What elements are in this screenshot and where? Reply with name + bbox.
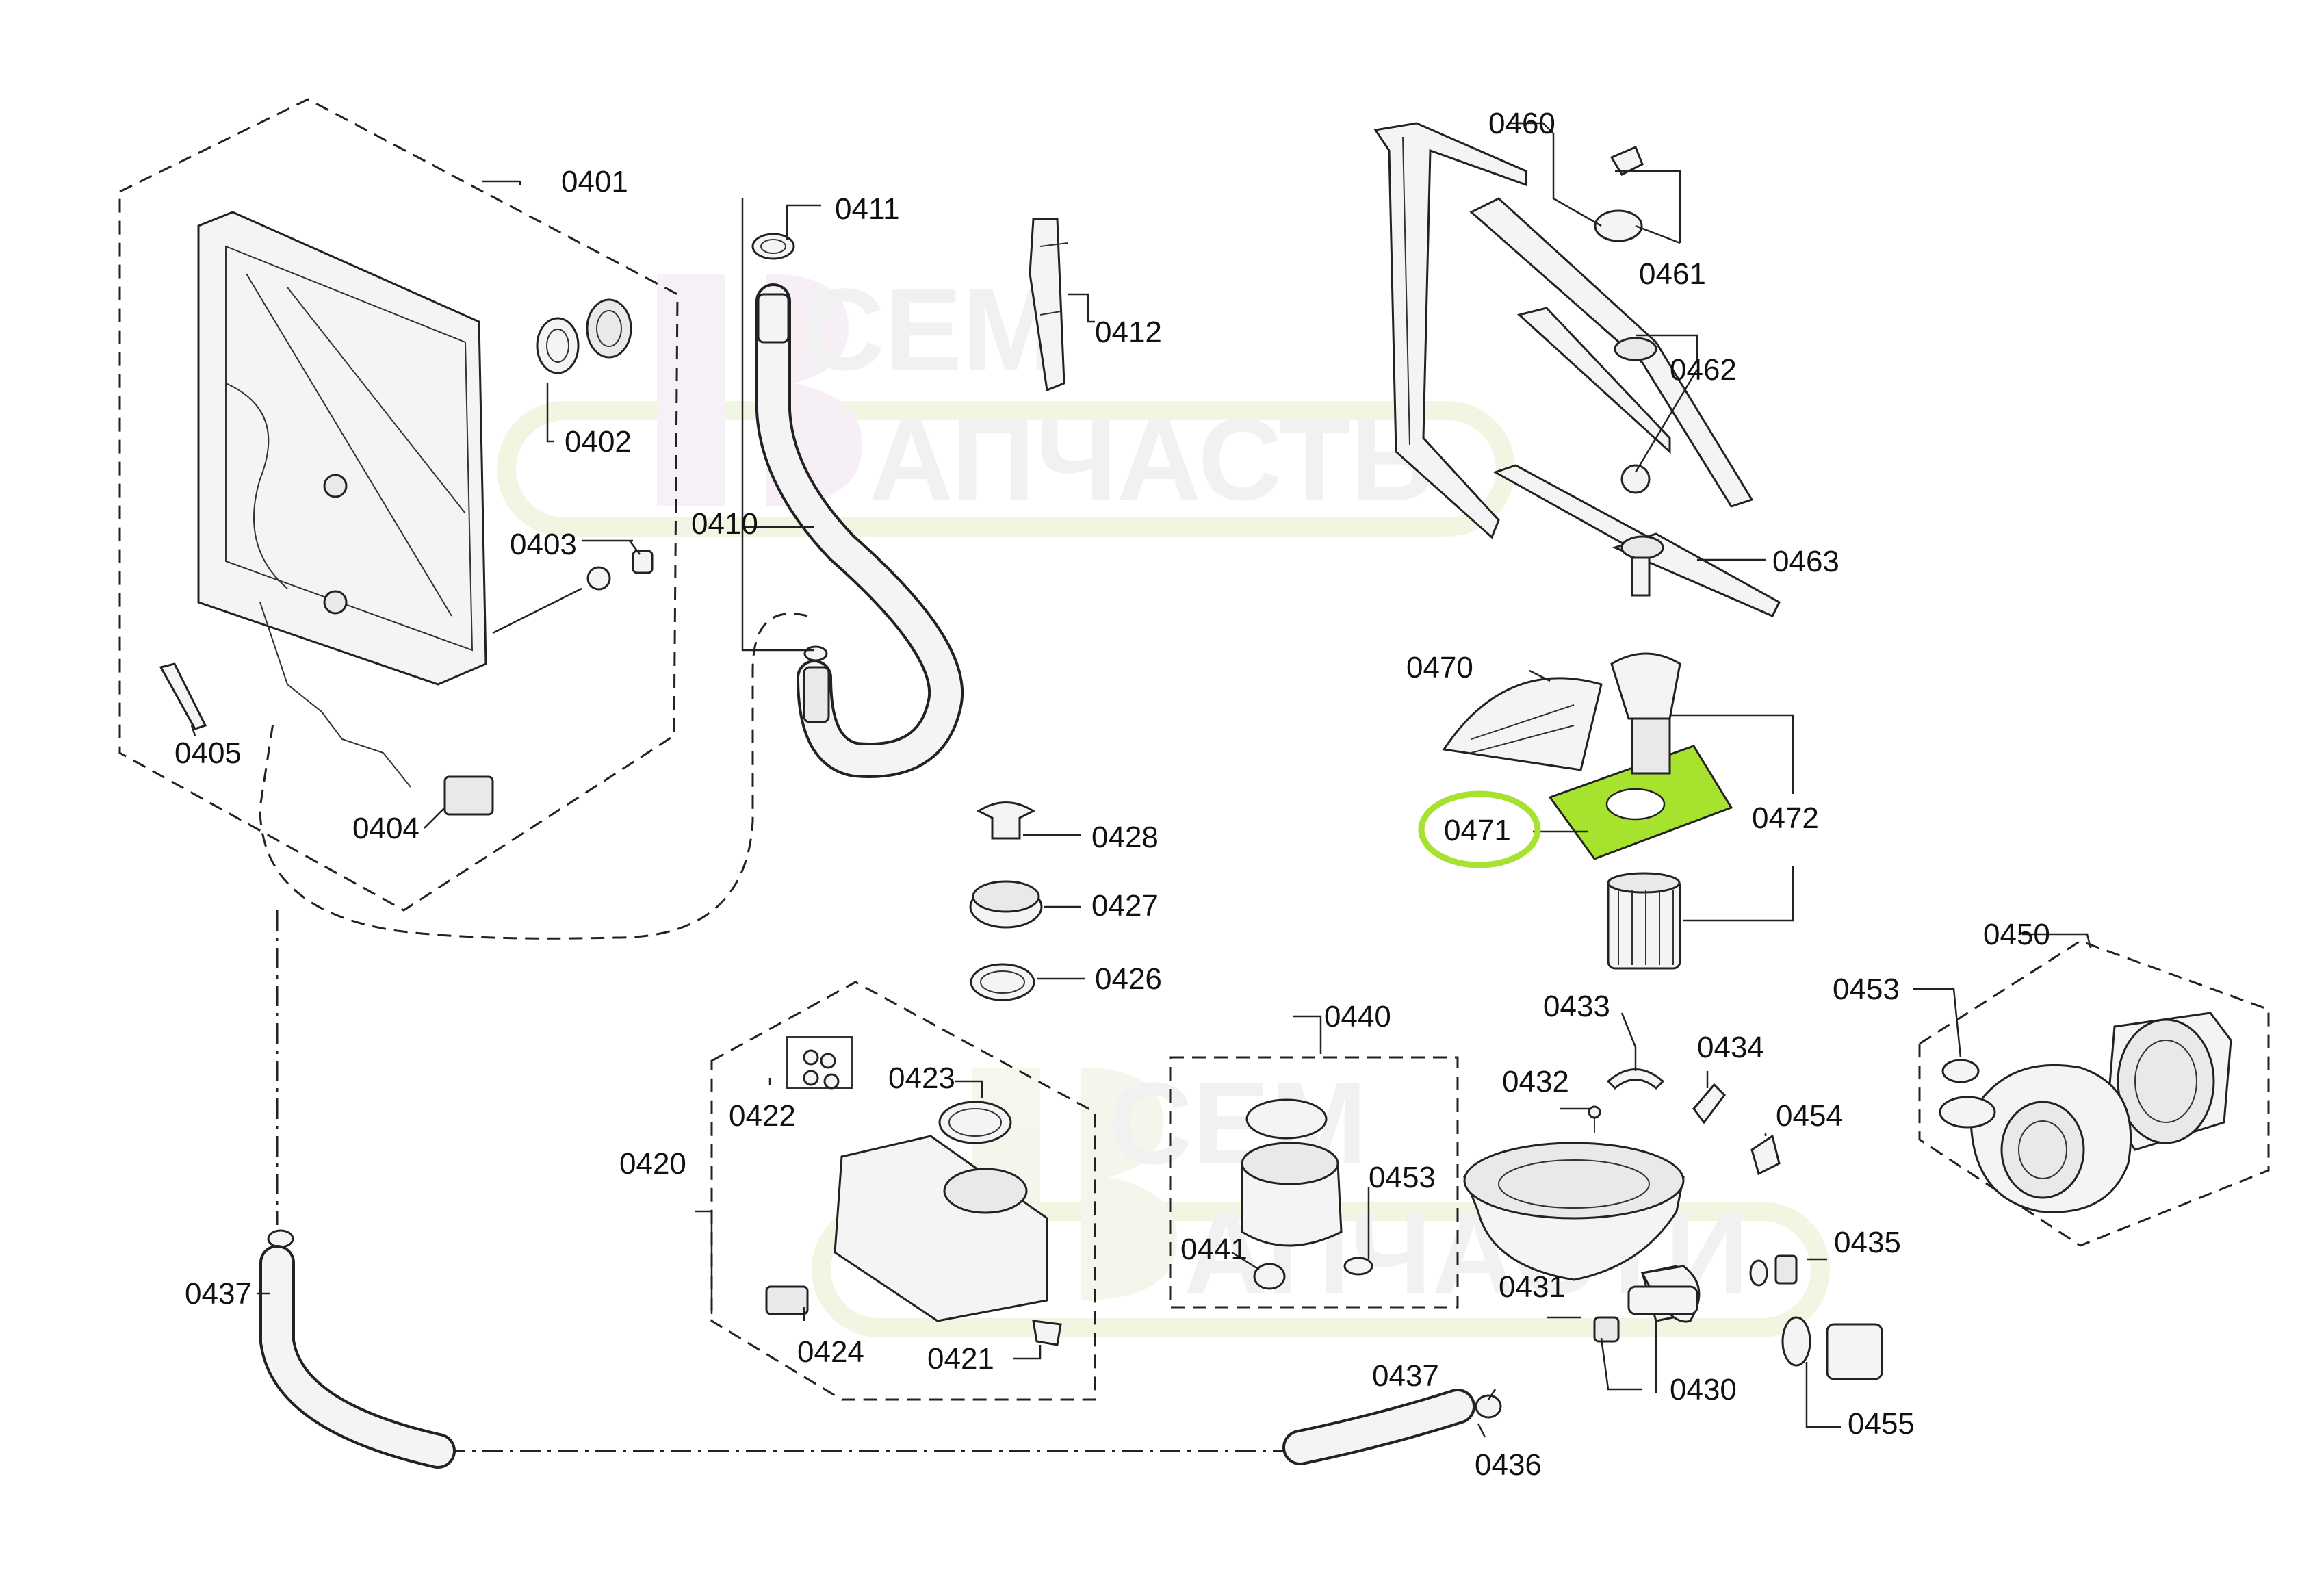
- clip-0454[interactable]: [1750, 1134, 1781, 1176]
- clamp-0453-heater[interactable]: [1343, 1257, 1373, 1276]
- label-0411[interactable]: 0411: [835, 192, 900, 226]
- label-0405[interactable]: 0405: [175, 736, 242, 770]
- strainer-top-0472[interactable]: [1610, 652, 1681, 720]
- assembly-0420: [695, 981, 1096, 1401]
- label-0441[interactable]: 0441: [1180, 1233, 1248, 1266]
- label-0461[interactable]: 0461: [1639, 257, 1706, 291]
- label-0404[interactable]: 0404: [352, 812, 419, 845]
- seal-0433[interactable]: [1606, 1068, 1665, 1090]
- assembly-0440: [1169, 1015, 1459, 1309]
- side-panel-0401[interactable]: [197, 211, 487, 686]
- funnel-0428[interactable]: [976, 801, 1036, 840]
- nut-0403[interactable]: [586, 566, 611, 591]
- label-0427[interactable]: 0427: [1091, 889, 1159, 923]
- dashed-boundary-0450: [1918, 940, 2270, 1247]
- label-0436[interactable]: 0436: [1475, 1448, 1542, 1482]
- spray-arm-0462[interactable]: [1516, 307, 1671, 454]
- assembly-0450: [1913, 933, 2270, 1247]
- hose-clamp-0411[interactable]: [751, 233, 795, 260]
- label-0462[interactable]: 0462: [1670, 353, 1737, 387]
- label-0430[interactable]: 0430: [1670, 1373, 1737, 1406]
- inlet-hose-group: [257, 1229, 456, 1469]
- label-0403[interactable]: 0403: [510, 528, 577, 561]
- upper-spray-arm-0462[interactable]: [1469, 197, 1754, 508]
- clip-0434[interactable]: [1692, 1083, 1726, 1124]
- label-0437-left[interactable]: 0437: [185, 1277, 252, 1311]
- fitting-0431[interactable]: [1593, 1316, 1620, 1343]
- ring-0436[interactable]: [1475, 1394, 1502, 1419]
- label-0454[interactable]: 0454: [1776, 1099, 1843, 1133]
- sump-group: [1282, 1012, 1883, 1465]
- spray-arm-group: [1373, 122, 1781, 617]
- drain-hose-0410[interactable]: [758, 286, 961, 775]
- label-0401[interactable]: 0401: [561, 165, 628, 198]
- label-0412[interactable]: 0412: [1095, 316, 1162, 349]
- seal-ring-0402[interactable]: [536, 317, 580, 374]
- valve-0424[interactable]: [765, 1285, 809, 1315]
- clip-0421[interactable]: [1032, 1320, 1062, 1346]
- watermark-upper: СЕМ АПЧАСТЬ: [497, 265, 1515, 537]
- label-0424[interactable]: 0424: [797, 1335, 864, 1369]
- label-0402[interactable]: 0402: [565, 425, 632, 459]
- label-0455[interactable]: 0455: [1848, 1407, 1915, 1441]
- label-0435[interactable]: 0435: [1834, 1226, 1901, 1259]
- label-0460[interactable]: 0460: [1488, 107, 1555, 140]
- drain-hose-group: [259, 198, 1095, 940]
- label-0470[interactable]: 0470: [1406, 651, 1473, 684]
- label-0453-pump[interactable]: 0453: [1833, 973, 1900, 1006]
- ring-0440[interactable]: [1245, 1098, 1328, 1140]
- water-pipe-0460[interactable]: [1373, 122, 1527, 539]
- label-0431[interactable]: 0431: [1499, 1270, 1566, 1304]
- filter-group: [1418, 652, 1794, 970]
- label-0433[interactable]: 0433: [1543, 990, 1610, 1023]
- hose-holder-0412[interactable]: [1029, 218, 1065, 392]
- label-0432[interactable]: 0432: [1502, 1065, 1569, 1098]
- assembly-0401: [118, 98, 679, 912]
- label-0420[interactable]: 0420: [619, 1147, 686, 1181]
- vent-0402[interactable]: [586, 298, 632, 359]
- label-0440[interactable]: 0440: [1324, 1000, 1391, 1033]
- dashed-boundary-0401: [118, 98, 679, 912]
- salt-cap-group: [969, 801, 1085, 1001]
- ring-0435[interactable]: [1749, 1259, 1768, 1287]
- watermark-text-bottom: АПЧАСТЬ: [869, 395, 1434, 525]
- ring-0426[interactable]: [970, 963, 1035, 1001]
- inlet-hose-0437[interactable]: [262, 1248, 453, 1466]
- nozzle-0461-top[interactable]: [1610, 146, 1644, 176]
- label-0450[interactable]: 0450: [1983, 918, 2050, 951]
- dashed-boundary-0420: [710, 981, 1096, 1401]
- label-0463[interactable]: 0463: [1772, 545, 1839, 578]
- label-0471[interactable]: 0471: [1444, 814, 1511, 847]
- label-0434[interactable]: 0434: [1697, 1031, 1764, 1064]
- dashed-boundary-0440: [1169, 1056, 1459, 1309]
- clip-0405[interactable]: [159, 662, 207, 730]
- label-0426[interactable]: 0426: [1095, 962, 1162, 996]
- sensor-0404[interactable]: [443, 775, 494, 816]
- ring-0437-left[interactable]: [267, 1229, 294, 1248]
- nut-0441[interactable]: [1253, 1263, 1286, 1290]
- label-0410[interactable]: 0410: [691, 507, 758, 541]
- label-0472[interactable]: 0472: [1752, 801, 1819, 835]
- micro-filter-0470[interactable]: [1442, 677, 1603, 771]
- label-0453-heater[interactable]: 0453: [1369, 1161, 1436, 1194]
- valve-0403[interactable]: [632, 550, 654, 574]
- label-0423[interactable]: 0423: [888, 1061, 955, 1095]
- watermark-text-top: СЕМ: [801, 265, 1059, 395]
- label-0428[interactable]: 0428: [1091, 821, 1159, 854]
- clamp-0453-pump[interactable]: [1941, 1059, 1980, 1083]
- label-0422[interactable]: 0422: [729, 1099, 796, 1133]
- highlight-ring-0471: [1418, 790, 1541, 868]
- label-0437-right[interactable]: 0437: [1372, 1359, 1439, 1393]
- nozzle-0461[interactable]: [1594, 209, 1643, 242]
- hose-0436[interactable]: [1285, 1391, 1473, 1463]
- label-0421[interactable]: 0421: [927, 1342, 994, 1376]
- pump-0455[interactable]: [1826, 1323, 1883, 1380]
